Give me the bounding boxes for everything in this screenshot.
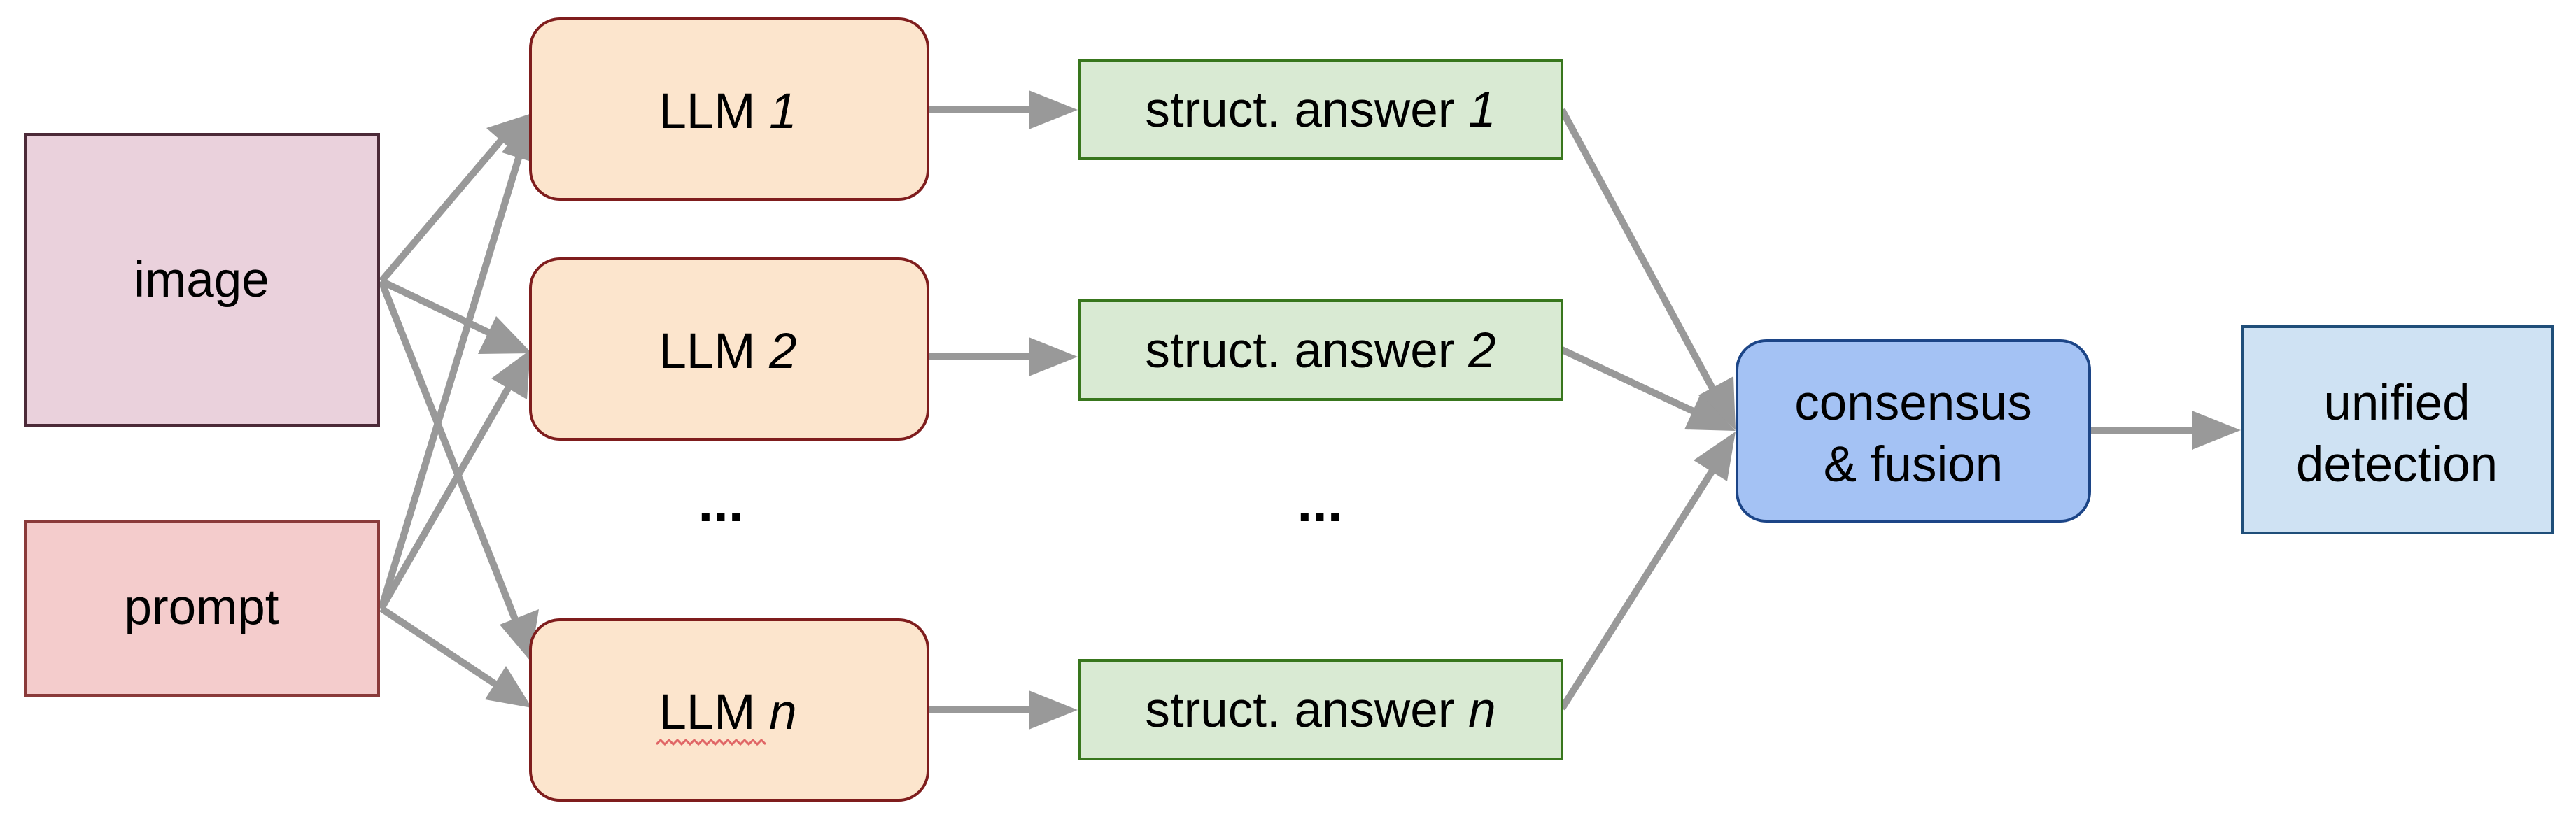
llm-node-2-label: LLM 2 (659, 324, 796, 379)
answer-node-2-label: struct. answer 2 (1145, 323, 1495, 378)
prompt-node-box (24, 520, 380, 697)
answer-node-n-label: struct. answer n (1145, 683, 1495, 738)
edge-prompt-to-llm-1 (378, 141, 527, 610)
answer-node-1-label: struct. answer 1 (1145, 83, 1495, 138)
consensus-fusion-line2: & fusion (1824, 437, 2004, 492)
arrowhead-prompt-to-llm-2 (491, 350, 530, 399)
arrowhead-answer-n-to-consensus (1694, 432, 1736, 481)
unified-detection-box (2241, 325, 2554, 534)
answer-node-1-index: 1 (1468, 83, 1496, 138)
unified-detection-line1: unified (2323, 376, 2470, 431)
unified-detection-node: unified detection (2241, 325, 2554, 534)
spellcheck-underline (655, 738, 767, 746)
image-node-label: image (134, 253, 269, 308)
image-node-box (24, 133, 380, 427)
consensus-fusion-node: consensus & fusion (1736, 339, 2091, 523)
answer-node-2-box (1078, 299, 1563, 401)
answer-node-2: struct. answer 2 (1078, 299, 1563, 401)
answer-node-n-box (1078, 659, 1563, 760)
llm-node-1: LLM 1 (529, 17, 929, 201)
llm-node-1-index: 1 (769, 84, 797, 139)
answer-node-n-prefix: struct. answer (1145, 683, 1468, 738)
answer-node-n-index: n (1468, 683, 1496, 738)
edges-layer (378, 90, 2241, 730)
llm-node-n-index: n (769, 685, 797, 740)
llm-node-1-prefix: LLM (659, 84, 769, 139)
llm-node-1-label: LLM 1 (659, 84, 796, 139)
llm-node-2-index: 2 (768, 324, 797, 379)
unified-detection-line2: detection (2296, 437, 2498, 492)
answer-node-n: struct. answer n (1078, 659, 1563, 760)
arrowhead-consensus-to-unified (2192, 411, 2241, 450)
answer-ellipsis: ... (1297, 471, 1342, 533)
answer-node-1-prefix: struct. answer (1145, 83, 1468, 138)
image-node: image (24, 133, 380, 427)
edge-prompt-to-llm-2 (378, 378, 516, 611)
consensus-fusion-box (1736, 339, 2091, 523)
arrowhead-llm-1-to-answer-1 (1029, 90, 1078, 129)
answer-node-2-index: 2 (1468, 323, 1496, 378)
edge-image-to-llm-n (378, 280, 523, 633)
llm-node-n-prefix: LLM (659, 685, 769, 740)
arrowhead-answer-1-to-consensus (1698, 376, 1736, 430)
edge-answer-n-to-consensus (1558, 460, 1722, 711)
answer-node-2-prefix: struct. answer (1145, 323, 1468, 378)
arrowhead-prompt-to-llm-n (485, 666, 532, 708)
llm-node-n-label: LLM n (659, 685, 796, 740)
edge-image-to-llm-1 (379, 129, 511, 284)
arrowhead-image-to-llm-1 (486, 112, 536, 156)
llm-node-2-prefix: LLM (659, 324, 769, 379)
arrowhead-llm-n-to-answer-n (1029, 690, 1078, 730)
edge-prompt-to-llm-n (379, 605, 502, 690)
edge-image-to-llm-2 (379, 278, 498, 339)
consensus-fusion-line1: consensus (1794, 376, 2032, 431)
llm-node-1-box (529, 17, 929, 201)
prompt-node-label: prompt (125, 580, 279, 635)
answer-node-1: struct. answer 1 (1078, 59, 1563, 160)
llm-ellipsis: ... (698, 471, 743, 533)
answer-node-1-box (1078, 59, 1563, 160)
arrowhead-answer-2-to-consensus (1684, 394, 1736, 431)
edge-answer-2-to-consensus (1560, 346, 1706, 420)
arrowhead-image-to-llm-2 (478, 316, 532, 354)
llm-node-n: LLM n (529, 618, 929, 802)
edge-answer-1-to-consensus (1558, 108, 1722, 401)
prompt-node: prompt (24, 520, 380, 697)
arrowhead-llm-2-to-answer-2 (1029, 337, 1078, 376)
llm-node-2: LLM 2 (529, 257, 929, 441)
llm-node-2-box (529, 257, 929, 441)
llm-node-n-box (529, 618, 929, 802)
arrowhead-image-to-llm-n (500, 609, 539, 661)
